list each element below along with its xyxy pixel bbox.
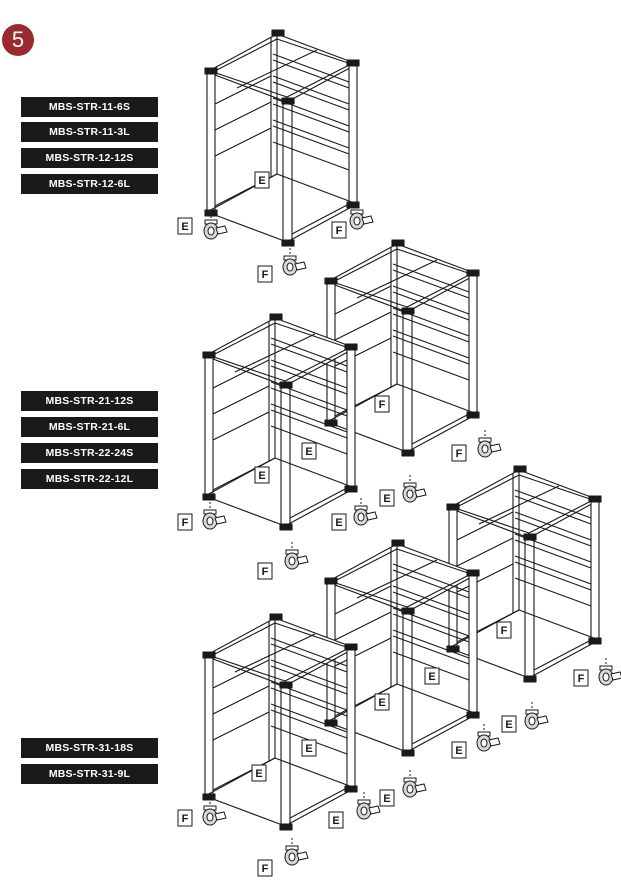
svg-text:E: E: [335, 517, 342, 529]
callout-e: E: [374, 693, 390, 711]
callout-e: E: [251, 764, 267, 782]
callout-f: F: [257, 265, 273, 283]
callouts: E E F F F E F E E F E F F E F E E E E E …: [177, 171, 589, 877]
callout-f: F: [496, 621, 512, 639]
model-label: MBS-STR-22-24S: [21, 443, 158, 463]
callout-f: F: [257, 859, 273, 877]
model-label: MBS-STR-11-3L: [21, 122, 158, 142]
callout-e: E: [254, 466, 270, 484]
svg-text:E: E: [258, 470, 265, 482]
svg-text:F: F: [262, 863, 269, 875]
svg-text:F: F: [336, 225, 343, 237]
step-number-badge: 5: [2, 24, 34, 56]
svg-text:E: E: [305, 446, 312, 458]
callout-f: F: [573, 669, 589, 687]
callout-e: E: [177, 217, 193, 235]
rack-group-1: [203, 29, 374, 276]
callout-f: F: [177, 513, 193, 531]
callout-e: E: [331, 513, 347, 531]
rack-group-3: [202, 465, 621, 866]
callout-f: F: [331, 221, 347, 239]
svg-text:E: E: [383, 493, 390, 505]
svg-text:F: F: [501, 625, 508, 637]
svg-text:F: F: [262, 566, 269, 578]
callout-e: E: [254, 171, 270, 189]
model-label: MBS-STR-31-9L: [21, 764, 158, 784]
model-label: MBS-STR-12-6L: [21, 174, 158, 194]
svg-text:E: E: [455, 745, 462, 757]
callout-f: F: [177, 809, 193, 827]
svg-text:E: E: [378, 697, 385, 709]
svg-text:E: E: [505, 719, 512, 731]
svg-text:E: E: [181, 221, 188, 233]
svg-text:F: F: [578, 673, 585, 685]
model-label: MBS-STR-22-12L: [21, 469, 158, 489]
callout-f: F: [451, 444, 467, 462]
model-label: MBS-STR-11-6S: [21, 97, 158, 117]
svg-text:E: E: [383, 793, 390, 805]
callout-f: F: [257, 562, 273, 580]
svg-text:E: E: [255, 768, 262, 780]
svg-text:F: F: [262, 269, 269, 281]
callout-e: E: [379, 789, 395, 807]
svg-text:F: F: [182, 517, 189, 529]
svg-text:F: F: [182, 813, 189, 825]
callout-e: E: [451, 741, 467, 759]
svg-text:E: E: [305, 743, 312, 755]
callout-e: E: [379, 489, 395, 507]
callout-e: E: [301, 739, 317, 757]
callout-e: E: [301, 442, 317, 460]
svg-text:E: E: [428, 671, 435, 683]
callout-e: E: [424, 667, 440, 685]
svg-text:F: F: [456, 448, 463, 460]
svg-text:F: F: [379, 399, 386, 411]
model-label: MBS-STR-12-12S: [21, 148, 158, 168]
svg-text:E: E: [332, 815, 339, 827]
callout-e: E: [328, 811, 344, 829]
callout-e: E: [501, 715, 517, 733]
svg-text:E: E: [258, 175, 265, 187]
callout-f: F: [374, 395, 390, 413]
model-label: MBS-STR-21-12S: [21, 391, 158, 411]
model-label: MBS-STR-21-6L: [21, 417, 158, 437]
model-label: MBS-STR-31-18S: [21, 738, 158, 758]
